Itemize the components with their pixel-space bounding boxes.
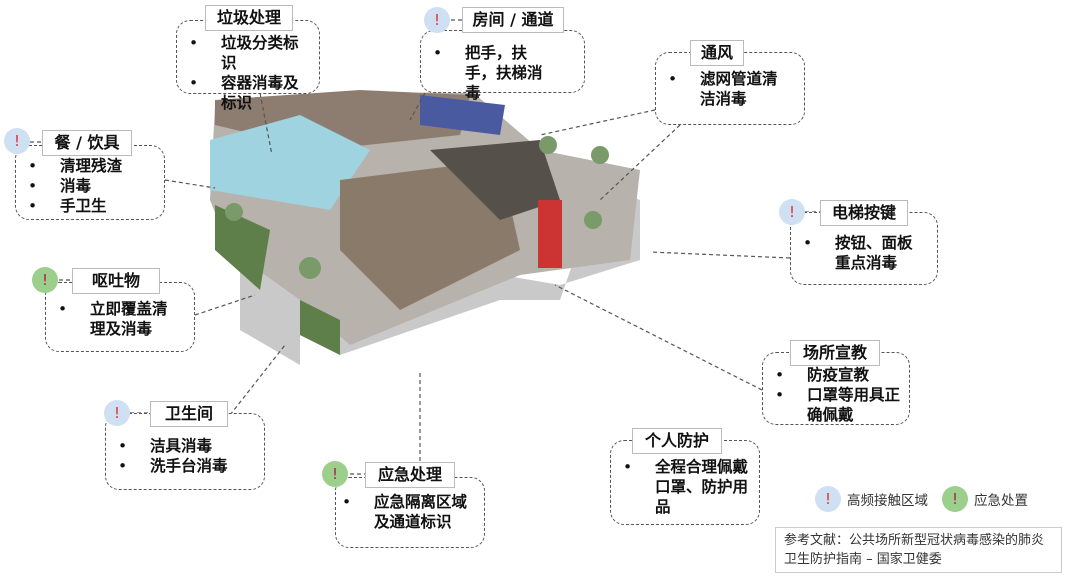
callout-title: 电梯按键 [820, 200, 908, 226]
tree [584, 211, 602, 229]
emergency-icon: ! [942, 486, 968, 512]
callout-title: 呕吐物 [72, 268, 160, 294]
lawn [300, 300, 340, 355]
callout-garbage: 垃圾分类标识容器消毒及标识 [176, 20, 320, 112]
callout-title: 餐 / 饮具 [42, 130, 132, 156]
callout-elevator: 按钮、面板重点消毒 [790, 212, 938, 285]
callout-title: 垃圾处理 [205, 5, 293, 31]
high-frequency-icon: ! [104, 400, 130, 426]
callout-room: 把手，扶手，扶梯消毒 [420, 30, 585, 102]
legend-high-frequency: 高频接触区域 [847, 493, 928, 509]
item: 口罩等用具正确佩戴 [775, 385, 901, 425]
tree [591, 146, 609, 164]
callout-title: 应急处理 [365, 462, 455, 488]
high-frequency-icon: ! [815, 486, 841, 512]
dining-hall [210, 115, 370, 210]
callout-emergency: 应急隔离区域及通道标识 [335, 477, 485, 548]
item: 滤网管道清洁消毒 [668, 69, 790, 109]
callout-title: 通风 [690, 40, 744, 66]
item: 防疫宣教 [775, 365, 901, 385]
item: 消毒 [28, 176, 154, 196]
item: 洗手台消毒 [118, 456, 254, 476]
item: 容器消毒及标识 [189, 73, 309, 113]
callout-title: 个人防护 [632, 428, 722, 454]
callout-protection: 全程合理佩戴口罩、防护用品 [610, 440, 760, 525]
legend: ! 高频接触区域 ! 应急处置 [815, 486, 1028, 512]
callout-title: 场所宣教 [790, 340, 880, 366]
callout-tableware: 清理残渣消毒手卫生 [15, 145, 165, 220]
high-frequency-icon: ! [424, 7, 450, 33]
item: 清理残渣 [28, 156, 154, 176]
callout-title: 房间 / 通道 [462, 7, 564, 33]
item: 按钮、面板重点消毒 [803, 233, 925, 273]
tree [299, 257, 321, 279]
high-frequency-icon: ! [4, 128, 30, 154]
callout-title: 卫生间 [150, 401, 228, 427]
item: 应急隔离区域及通道标识 [342, 492, 476, 532]
item: 手卫生 [28, 196, 154, 216]
legend-emergency: 应急处置 [974, 493, 1028, 509]
emergency-icon: ! [32, 267, 58, 293]
gym [430, 140, 560, 220]
item: 垃圾分类标识 [189, 33, 309, 73]
item: 把手，扶手，扶梯消毒 [433, 43, 554, 103]
item: 立即覆盖清理及消毒 [58, 299, 182, 339]
item: 全程合理佩戴口罩、防护用品 [623, 457, 751, 517]
tree [539, 136, 557, 154]
lawn [215, 205, 270, 290]
leader-lines [30, 19, 820, 475]
office-blue [420, 95, 505, 135]
lobby [340, 160, 520, 310]
emergency-icon: ! [322, 461, 348, 487]
high-frequency-icon: ! [779, 199, 805, 225]
elevator-panel [538, 200, 562, 268]
reference-note: 参考文献：公共场所新型冠状病毒感染的肺炎卫生防护指南 – 国家卫健委 [775, 527, 1062, 573]
tree [225, 203, 243, 221]
item: 洁具消毒 [118, 436, 254, 456]
